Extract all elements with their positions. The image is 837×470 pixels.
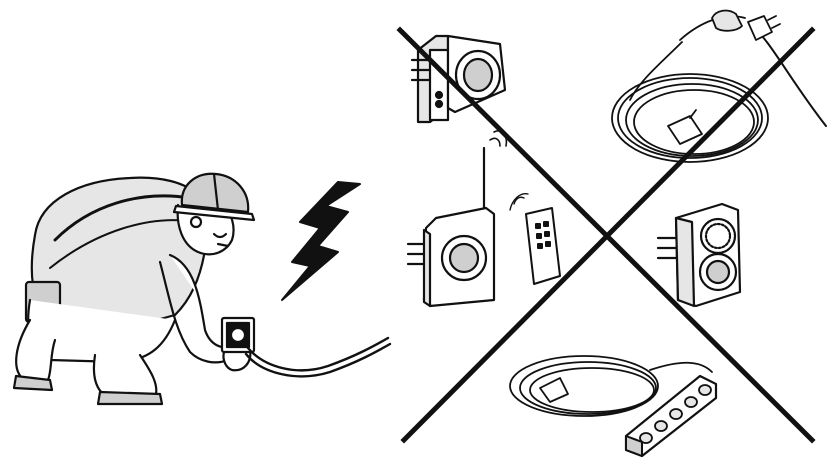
wall-outlet-icon [220, 316, 256, 354]
coiled-extension-cord-icon [611, 9, 827, 163]
power-cord-icon [244, 336, 392, 378]
plug-adapter-icon [410, 34, 507, 124]
worker-icon [12, 176, 252, 406]
prohibition-cross-icon [396, 26, 816, 444]
hard-hat-icon [172, 172, 256, 222]
power-strip-icon [509, 355, 718, 458]
lightning-bolt-icon [281, 181, 361, 301]
wireless-socket-icon [406, 130, 508, 308]
remote-control-icon [509, 193, 561, 285]
timer-socket-icon [656, 202, 742, 308]
